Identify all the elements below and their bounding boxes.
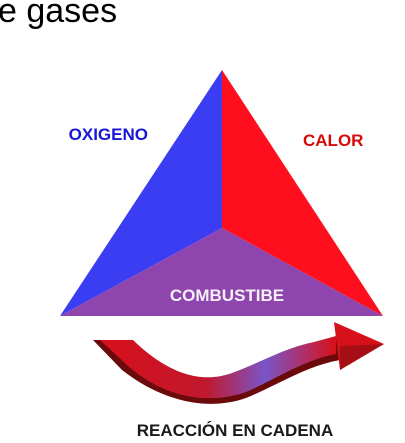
fire-triangle: OXIGENO CALOR COMBUSTIBE xyxy=(60,70,383,316)
chain-reaction-label: REACCIÓN EN CADENA xyxy=(137,421,333,440)
fuel-label: COMBUSTIBE xyxy=(170,286,284,305)
heat-label: CALOR xyxy=(303,131,363,150)
arrow-head-shade xyxy=(340,344,384,370)
chain-reaction-arrow xyxy=(93,322,384,404)
heading-text: e gases xyxy=(0,0,117,30)
oxygen-label: OXIGENO xyxy=(69,125,148,144)
